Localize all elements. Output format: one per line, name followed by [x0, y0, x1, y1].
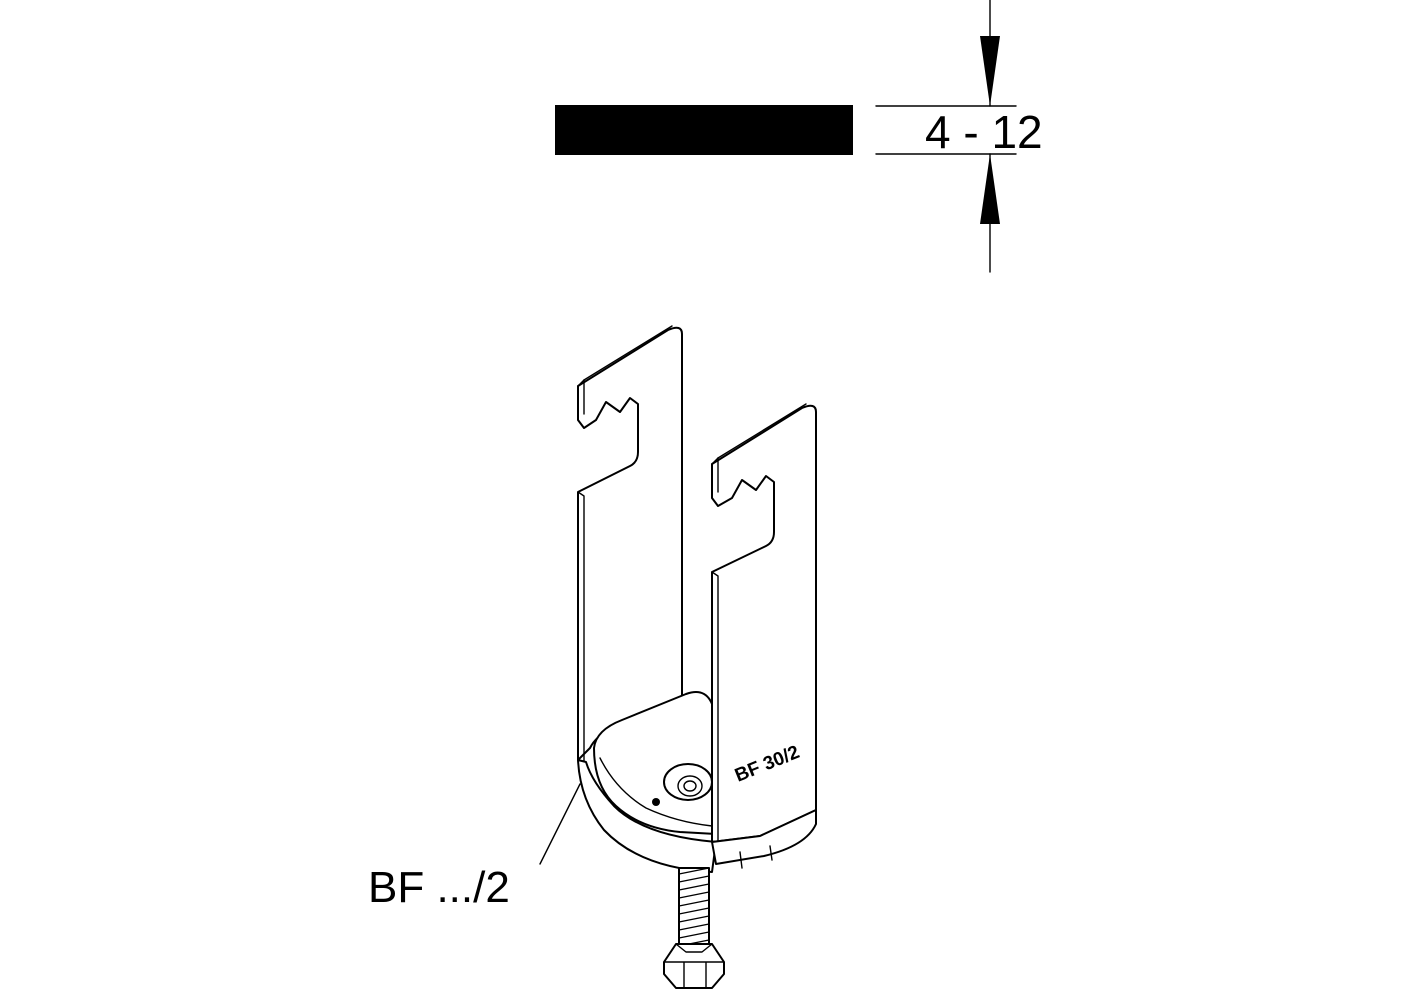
stamp-mark: [652, 798, 660, 806]
callout-leader: [539, 783, 581, 865]
arrowhead-down: [980, 36, 1000, 106]
hex-nut: [663, 943, 725, 989]
screw-head-top: [663, 763, 713, 801]
right-arm: BF 30/2: [711, 403, 817, 845]
dimension-label: 4 - 12: [925, 106, 1043, 158]
material-bar: [555, 105, 853, 155]
clamp-illustration: BF 30/2: [539, 325, 817, 989]
lower-shell: [577, 759, 817, 873]
threaded-rod: [678, 867, 710, 955]
arrowhead-up: [980, 154, 1000, 224]
left-arm: [577, 325, 683, 763]
thickness-dimension: 4 - 12: [555, 0, 1043, 273]
product-callout-label: BF .../2: [368, 863, 510, 912]
